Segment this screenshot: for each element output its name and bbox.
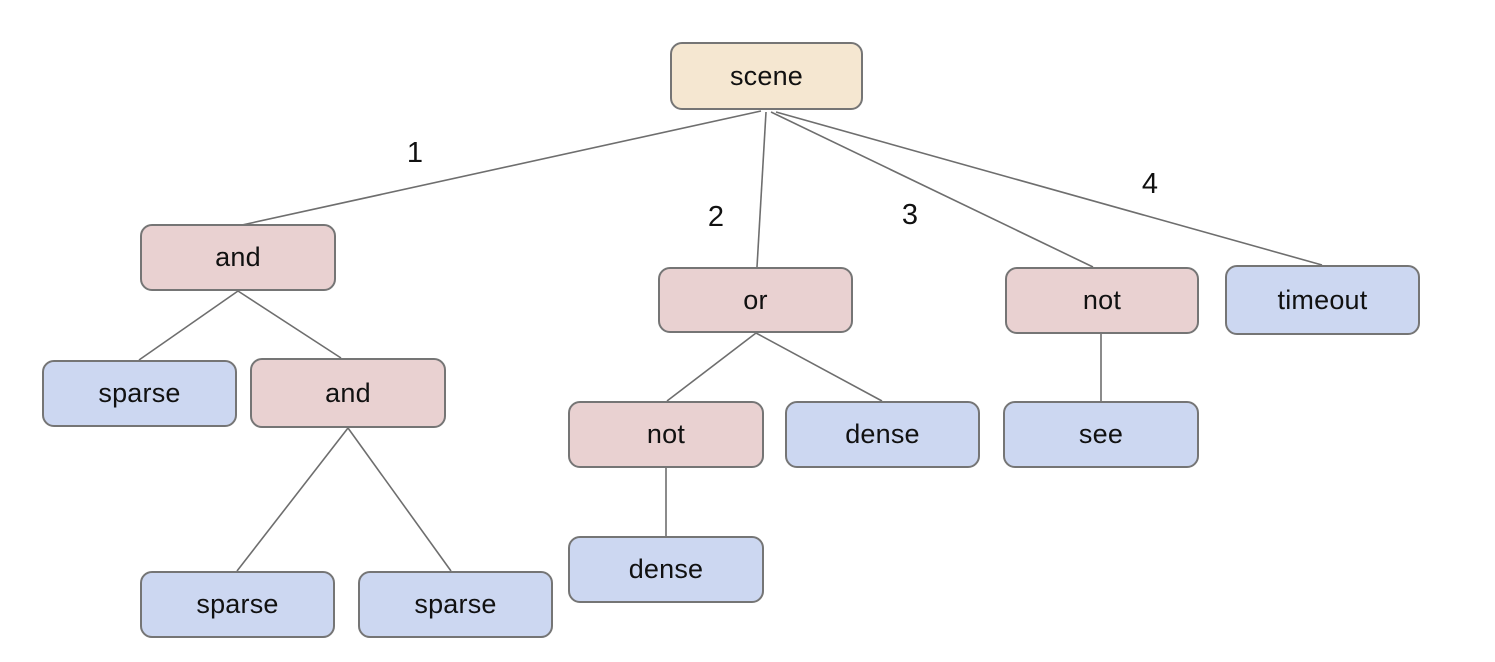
node-dense1: dense	[785, 401, 980, 468]
node-see: see	[1003, 401, 1199, 468]
node-sparse1: sparse	[42, 360, 237, 427]
edge-label-3: 3	[902, 199, 918, 231]
node-sparse3: sparse	[358, 571, 553, 638]
node-scene: scene	[670, 42, 863, 110]
edge-or1-dense1	[755, 332, 883, 402]
edge-scene-timeout	[775, 111, 1323, 266]
edge-label-2: 2	[708, 201, 724, 233]
edge-label-4: 4	[1142, 168, 1158, 200]
node-dense2: dense	[568, 536, 764, 603]
edge-and2-sparse3	[347, 427, 452, 572]
edge-and1-sparse1	[138, 290, 239, 361]
edge-or1-not_m	[666, 332, 757, 402]
node-or1: or	[658, 267, 853, 333]
node-and1: and	[140, 224, 336, 291]
node-not_r: not	[1005, 267, 1199, 334]
edge-scene-not_r	[770, 111, 1094, 268]
node-timeout: timeout	[1225, 265, 1420, 335]
edge-scene-or1	[756, 111, 767, 268]
node-sparse2: sparse	[140, 571, 335, 638]
edge-label-1: 1	[407, 137, 423, 169]
node-not_m: not	[568, 401, 764, 468]
edge-and2-sparse2	[236, 427, 349, 572]
edge-scene-and1	[241, 110, 762, 226]
node-and2: and	[250, 358, 446, 428]
edge-and1-and2	[237, 290, 342, 359]
